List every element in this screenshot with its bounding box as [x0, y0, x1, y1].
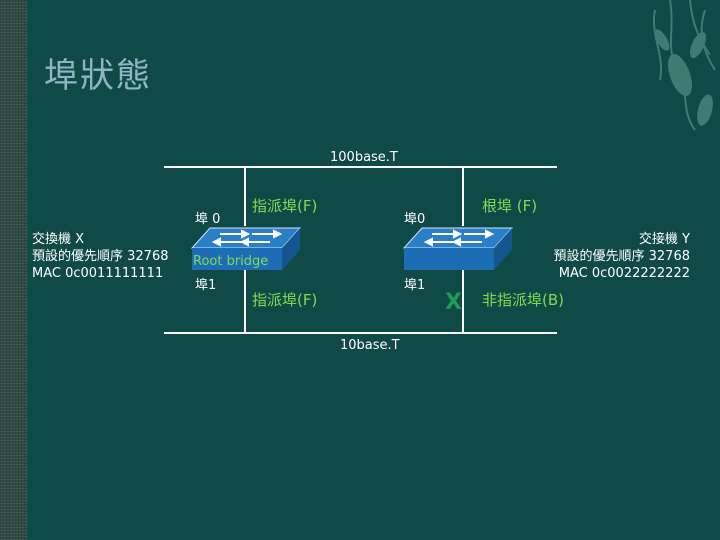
segment-line-bottom — [164, 332, 557, 334]
switch-y-port1-label: 埠1 — [404, 278, 426, 293]
switch-y-priority: 預設的優先順序 32768 — [553, 249, 691, 264]
switch-x-icon — [190, 227, 302, 270]
link-switch-x-bottom — [244, 270, 246, 333]
switch-y-port1-state: 非指派埠(B) — [482, 291, 564, 309]
switch-y-port0-state: 根埠 (F) — [482, 197, 538, 215]
blocked-port-mark: X — [445, 290, 462, 315]
switch-x-priority: 預設的優先順序 32768 — [32, 249, 169, 264]
switch-x-port0-label: 埠 0 — [195, 212, 221, 227]
switch-x-port1-state: 指派埠(F) — [252, 291, 318, 309]
switch-y-info: 交接機 Y 預設的優先順序 32768 MAC 0c0022222222 — [520, 231, 691, 282]
segment-line-top — [164, 166, 557, 168]
switch-x-port1-label: 埠1 — [195, 278, 217, 293]
bottom-segment-label: 10base.T — [340, 338, 400, 353]
link-switch-y-top — [462, 166, 464, 226]
switch-y-name: 交接機 Y — [638, 232, 690, 247]
switch-y-icon — [402, 227, 514, 270]
switch-y-port0-label: 埠0 — [404, 212, 426, 227]
switch-y-mac: MAC 0c0022222222 — [558, 266, 690, 281]
floral-ornament — [653, 0, 716, 131]
page-title: 埠狀態 — [44, 56, 152, 96]
top-segment-label: 100base.T — [330, 150, 398, 165]
switch-x-port0-state: 指派埠(F) — [252, 197, 318, 215]
link-switch-x-top — [244, 166, 246, 226]
switch-x-name: 交換機 X — [32, 232, 85, 247]
link-switch-y-bottom — [462, 270, 464, 333]
switch-x-mac: MAC 0c0011111111 — [32, 266, 164, 281]
decorative-texture-strip — [0, 0, 28, 540]
switch-x-info: 交換機 X 預設的優先順序 32768 MAC 0c0011111111 — [32, 231, 169, 282]
root-bridge-label: Root bridge — [193, 254, 269, 269]
